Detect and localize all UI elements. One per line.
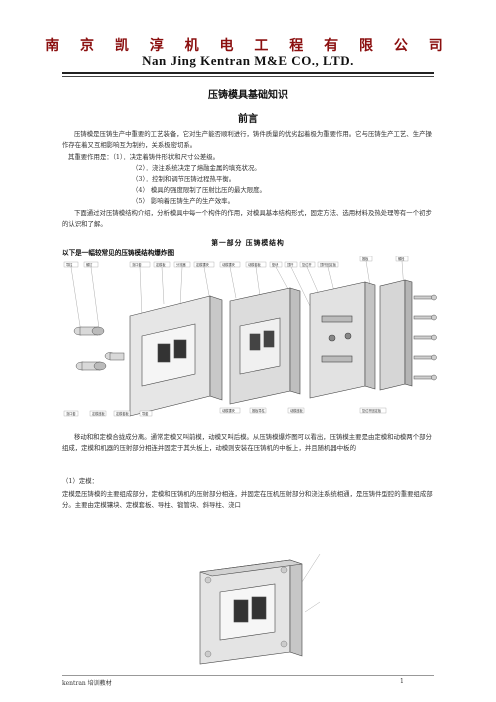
- intro-list-item: （4） 模具的强度限制了压射比压的最大限度。: [132, 186, 266, 194]
- diagram-label: 螺钉: [86, 262, 93, 267]
- diagram-label: 定模套板: [116, 411, 130, 416]
- diagram-label: 动模镶块: [222, 408, 236, 413]
- diagram-label: 复位杆: [302, 262, 312, 267]
- diagram-label: 顶杆: [287, 262, 294, 267]
- intro-paragraph-3: 下面通过对压铸模结构介绍，分析模具中每一个构件的作用，对模具基本结构形式，固定方…: [62, 209, 432, 228]
- footer-label: kentran 培训教材: [62, 680, 112, 687]
- diagram-bottom-labels: 浇口套 定模座板 定模套板 导套 动模镶块 推板导柱 动模座板 复位杆固定板: [63, 408, 387, 417]
- section-title: 第一部分 压铸模结构: [211, 239, 285, 247]
- fixed-mold-plate: [129, 295, 223, 417]
- bolts: [413, 294, 437, 381]
- sub-heading-fixed-mold: （1）定模：: [62, 477, 99, 485]
- header-rule-thick: [62, 72, 434, 74]
- intro-list-item: （3）．控制和调节压铸过程热平衡。: [132, 175, 236, 183]
- intro-paragraph-1: 压铸模是压铸生产中重要的工艺装备，它对生产能否顺利进行，铸件质量的优劣起着极为重…: [62, 130, 432, 149]
- clamp-plate: [379, 279, 413, 391]
- diagram-label: 浇口套: [66, 411, 76, 416]
- company-name-cn: 南 京 凯 淳 机 电 工 程 有 限 公 司: [45, 38, 451, 54]
- diagram-label: 动模座板: [290, 408, 304, 413]
- header-rule-thin: [62, 76, 434, 77]
- fixed-mold-illustration: [199, 553, 321, 665]
- intro-paragraph-2: 其重要作用是：（1）．决定着铸件形状和尺寸公差级。: [68, 153, 220, 161]
- preface-heading: 前言: [238, 114, 258, 125]
- diagram-label: 推板导柱: [252, 408, 266, 413]
- diagram-label: 定模板: [156, 262, 166, 267]
- diagram-label: 动模套板: [248, 262, 262, 267]
- intro-list-item: （2）．浇注系统决定了熔融金属的填充状况。: [132, 164, 261, 172]
- diagram-label: 螺栓: [398, 256, 405, 261]
- body-paragraph-5: 定模是压铸模的主要组成部分，定模和压铸机的压射部分相连，并固定在压机压射部分和浇…: [62, 490, 433, 509]
- body-paragraph-4: 移动和和定模合拢成分离。通常定模又叫前模，动模又叫后模。从压铸模爆炸图可以看出，…: [62, 433, 432, 452]
- guide-pins: [73, 326, 125, 371]
- diagram-label: 顶杆固定板: [320, 262, 337, 267]
- diagram-label: 导柱: [66, 262, 73, 267]
- diagram-label: 浇口套: [132, 262, 142, 267]
- diagram-label: 定模镶块: [196, 262, 210, 267]
- moving-mold-plate: [229, 287, 301, 405]
- footer-rule: [62, 675, 434, 676]
- company-name-en: Nan Jing Kentran M&E CO., LTD.: [142, 53, 354, 68]
- figure-caption: 以下是一幅较常见的压铸模结构爆炸图: [62, 249, 175, 257]
- diagram-label: 复位杆固定板: [362, 408, 382, 413]
- page-number: 1: [400, 678, 404, 685]
- ejector-assembly: [309, 281, 376, 399]
- diagram-label: 定模座板: [92, 411, 106, 416]
- diagram-label: 导套: [142, 411, 149, 416]
- diagram-label: 垫块: [272, 262, 279, 267]
- diagram-label: 分流器: [176, 262, 186, 267]
- exploded-mold-diagram: 导柱 螺钉 浇口套 定模板 分流器 定模镶块 动模镶块 动模套板 垫块 顶杆 复…: [60, 256, 440, 424]
- diagram-label: 推板: [362, 256, 369, 261]
- diagram-label: 动模镶块: [222, 262, 236, 267]
- document-title: 压铸模具基础知识: [208, 90, 288, 101]
- intro-list-item: （5） 影响着压铸生产的生产效率。: [132, 197, 234, 205]
